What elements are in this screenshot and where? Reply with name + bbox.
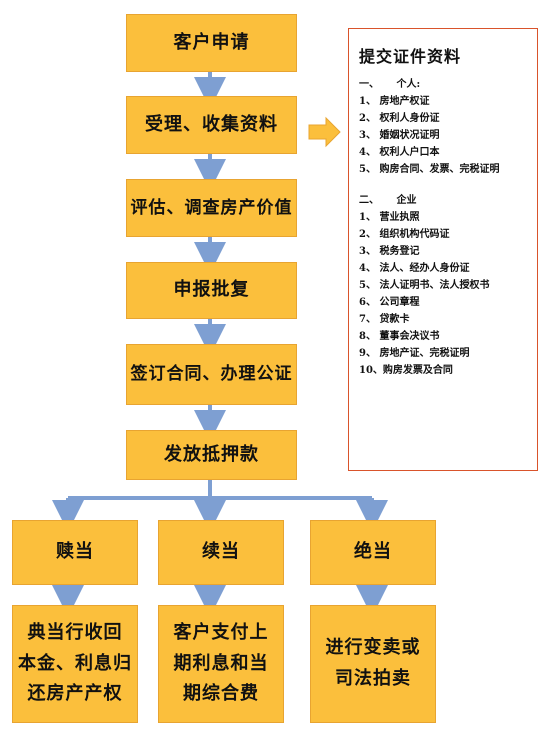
documents-business-item: 7、 贷款卡 — [359, 314, 410, 325]
documents-personal-item: 4、 权利人户口本 — [359, 147, 440, 158]
outcome-forfeit: 进行变卖或 司法拍卖 — [310, 605, 436, 723]
documents-personal-item: 1、 房地产权证 — [359, 96, 430, 107]
branch-forfeit: 绝当 — [310, 520, 436, 585]
outcome-forfeit-line-2: 司法拍卖 — [335, 668, 411, 689]
step-issue-mortgage-loan: 发放抵押款 — [126, 430, 297, 480]
step-evaluate-property-value: 评估、调查房产价值 — [126, 179, 297, 237]
documents-business-item: 5、 法人证明书、法人授权书 — [359, 280, 490, 291]
documents-business-item: 3、 税务登记 — [359, 246, 420, 257]
documents-business-label: 企业 — [396, 195, 417, 206]
outcome-redeem-line-1: 典当行收回 — [27, 622, 123, 644]
documents-business-item: 8、 董事会决议书 — [359, 331, 440, 342]
documents-section-spacer — [359, 179, 527, 193]
documents-title: 提交证件资料 — [359, 47, 462, 66]
branch-renew: 续当 — [158, 520, 284, 585]
step-report-approval: 申报批复 — [126, 262, 297, 319]
documents-panel: 提交证件资料 一、 个人: 1、 房地产权证 2、 权利人身份证 3、 婚姻状况… — [348, 28, 538, 471]
step-sign-contract-notarize: 签订合同、办理公证 — [126, 344, 297, 405]
documents-business-item: 10、购房发票及合同 — [359, 365, 453, 376]
documents-business-heading: 二、 企业 — [359, 193, 527, 208]
documents-business-item: 6、 公司章程 — [359, 297, 420, 308]
step-accept-collect-materials: 受理、收集资料 — [126, 96, 297, 154]
documents-business-item: 1、 营业执照 — [359, 212, 420, 223]
outcome-redeem: 典当行收回 本金、利息归 还房产产权 — [12, 605, 138, 723]
documents-personal-item: 3、 婚姻状况证明 — [359, 130, 440, 141]
block-arrow-to-documents — [308, 116, 341, 148]
outcome-renew-line-2: 期利息和当 — [173, 652, 269, 674]
outcome-renew-line-1: 客户支付上 — [173, 622, 269, 644]
outcome-renew-line-3: 期综合费 — [183, 683, 259, 705]
documents-personal-heading: 一、 个人: — [359, 77, 527, 92]
documents-personal-number: 一、 — [359, 79, 379, 90]
outcome-redeem-line-3: 还房产产权 — [27, 683, 123, 705]
outcome-redeem-line-2: 本金、利息归 — [18, 652, 132, 674]
outcome-forfeit-line-1: 进行变卖或 — [325, 637, 421, 659]
branch-redeem: 赎当 — [12, 520, 138, 585]
documents-personal-item: 2、 权利人身份证 — [359, 113, 440, 124]
documents-business-item: 4、 法人、经办人身份证 — [359, 263, 470, 274]
documents-business-number: 二、 — [359, 195, 379, 206]
documents-personal-label: 个人: — [396, 79, 421, 90]
outcome-renew: 客户支付上 期利息和当 期综合费 — [158, 605, 284, 723]
step-customer-application: 客户申请 — [126, 14, 297, 72]
documents-business-item: 2、 组织机构代码证 — [359, 229, 450, 240]
documents-personal-item: 5、 购房合同、发票、完税证明 — [359, 164, 500, 175]
documents-business-item: 9、 房地产证、完税证明 — [359, 348, 470, 359]
